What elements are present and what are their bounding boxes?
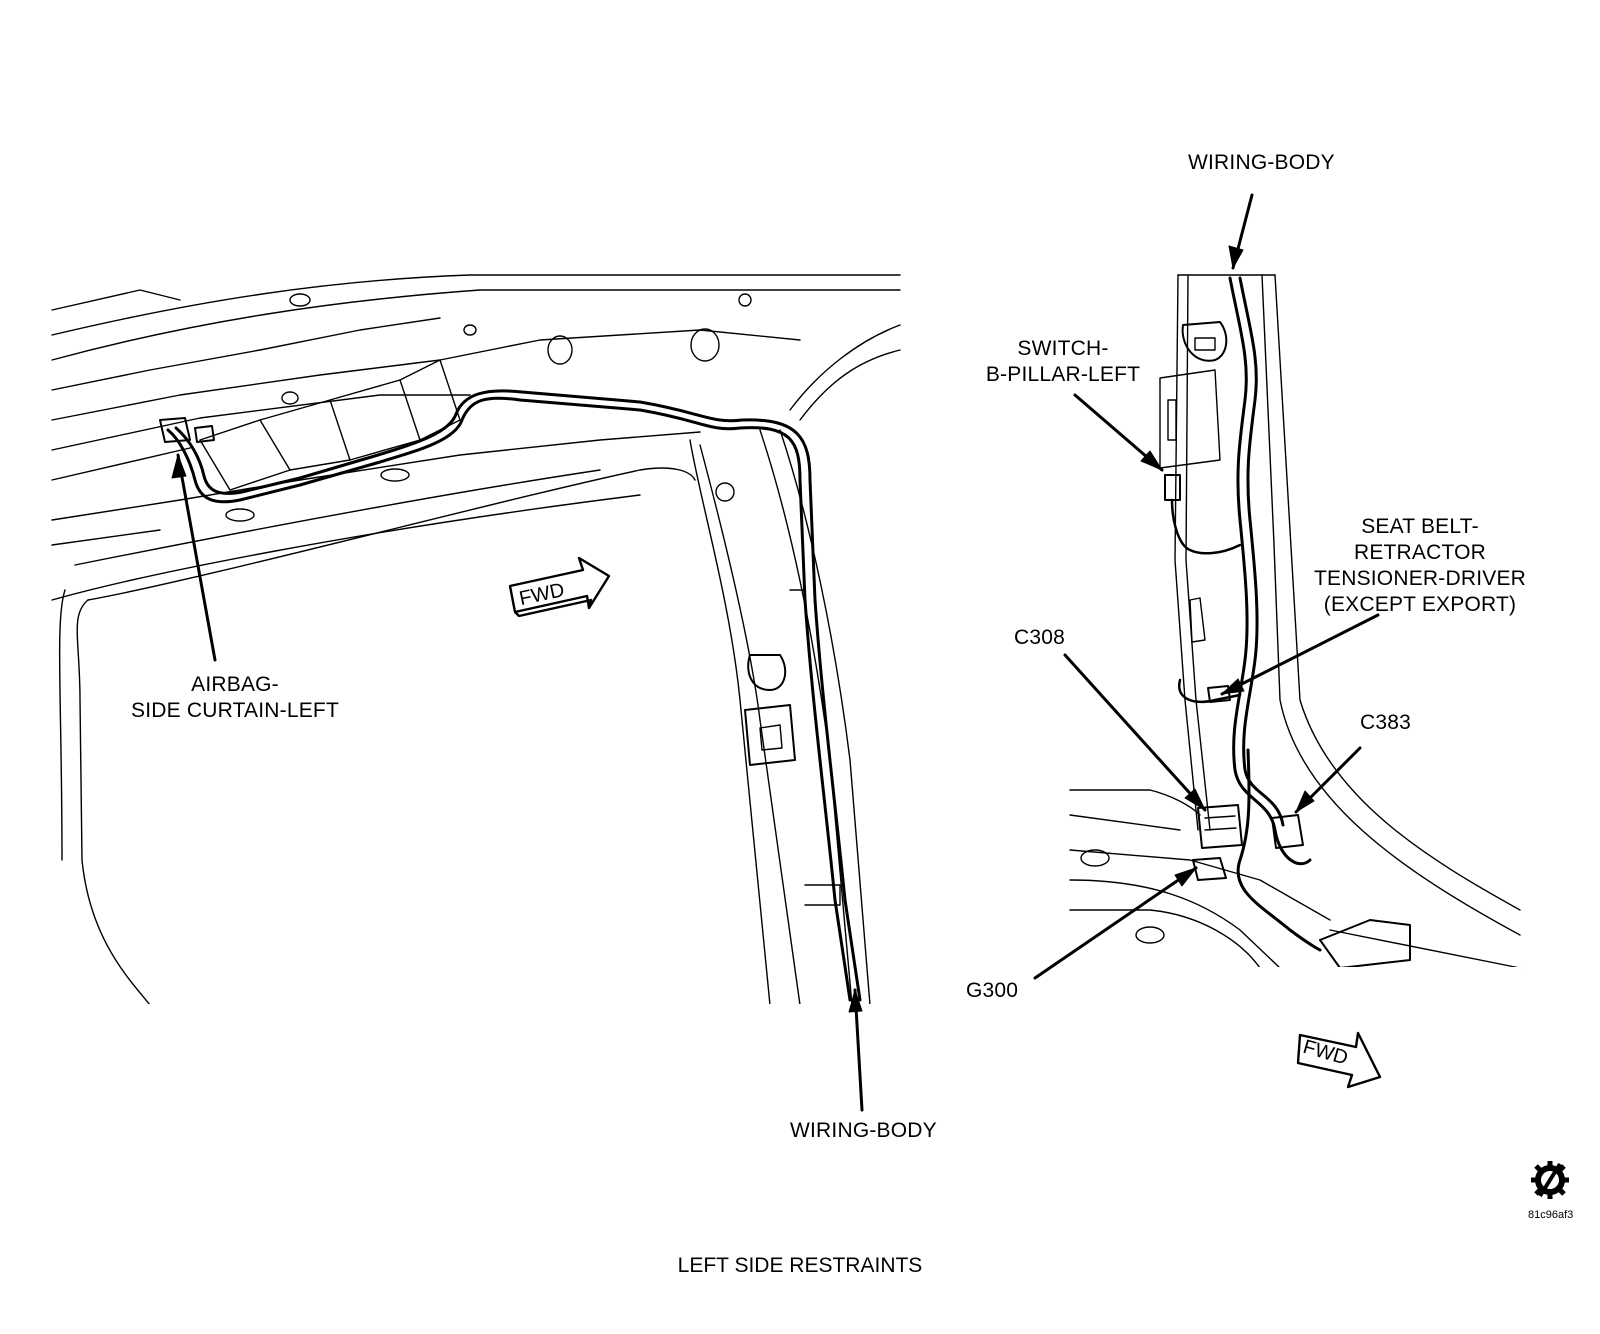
- label-line: AIRBAG-: [191, 673, 279, 696]
- label-c308: C308: [1014, 626, 1066, 649]
- label-seat-belt-retractor: SEAT BELT- RETRACTOR TENSIONER-DRIVER (E…: [1300, 514, 1540, 618]
- figure-caption: LEFT SIDE RESTRAINTS: [677, 1254, 923, 1277]
- label-line: SEAT BELT-: [1361, 515, 1479, 538]
- label-g300: G300: [966, 979, 1019, 1002]
- label-wiring-body-top: WIRING-BODY: [1188, 151, 1335, 174]
- label-airbag-side-curtain-left: AIRBAG- SIDE CURTAIN-LEFT: [115, 672, 355, 724]
- label-c383: C383: [1360, 711, 1412, 734]
- gear-slash-icon: [1531, 1161, 1569, 1199]
- label-line: SWITCH-: [1017, 337, 1109, 360]
- label-line: TENSIONER-DRIVER: [1313, 567, 1527, 590]
- label-line: (EXCEPT EXPORT): [1323, 593, 1517, 616]
- label-line: B-PILLAR-LEFT: [985, 363, 1141, 386]
- fwd-arrow-icon: FWD: [1296, 1031, 1382, 1089]
- label-line: RETRACTOR: [1353, 541, 1487, 564]
- fwd-arrow-icon: FWD: [508, 556, 611, 618]
- label-switch-b-pillar-left: SWITCH- B-PILLAR-LEFT: [958, 336, 1168, 388]
- image-id: 81c96af3: [1528, 1209, 1574, 1221]
- label-line: SIDE CURTAIN-LEFT: [131, 699, 339, 722]
- label-wiring-body-bottom: WIRING-BODY: [790, 1119, 937, 1142]
